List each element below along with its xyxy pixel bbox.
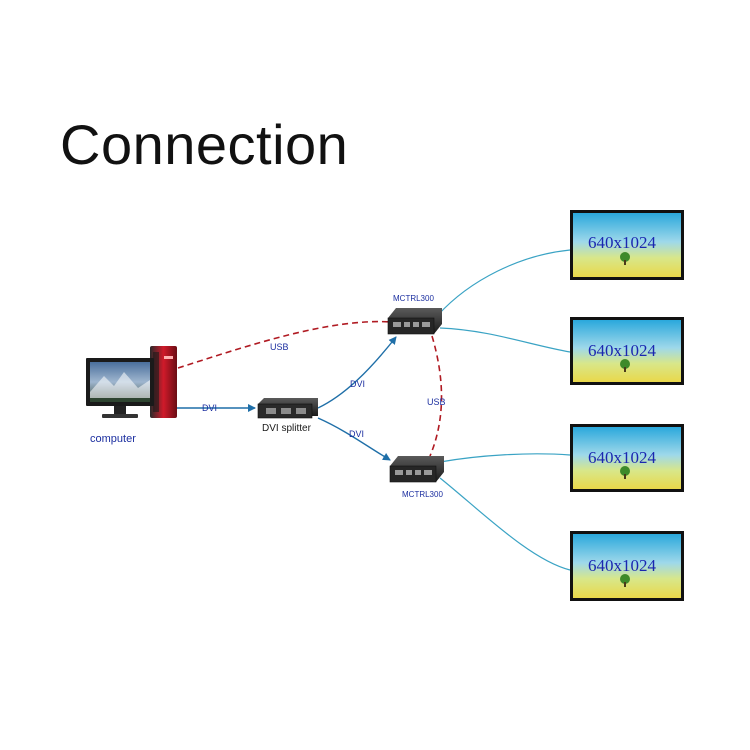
screen-1-resolution: 640x1024: [588, 233, 657, 252]
dvi-link-splitter-bottom: [317, 417, 391, 461]
screen-3-resolution: 640x1024: [588, 448, 657, 467]
usb-link-controllers: [429, 335, 443, 457]
computer-label: computer: [90, 433, 136, 445]
usb-label-controllers: USB: [427, 397, 446, 407]
usb-link-computer-controller: [177, 320, 393, 369]
screen-2: [570, 317, 684, 385]
dvi-label-top: DVI: [350, 379, 365, 389]
dvi-link-splitter-top: [317, 336, 397, 409]
output-link-1: [437, 249, 571, 316]
output-link-4: [439, 477, 571, 571]
controller-bottom-icon: [389, 456, 444, 483]
controller-top-label: MCTRL300: [393, 294, 434, 303]
screen-4: [570, 531, 684, 601]
controller-top-icon: [387, 308, 442, 335]
screen-2-resolution: 640x1024: [588, 341, 657, 360]
computer-icon: [86, 346, 177, 418]
dvi-label-computer: DVI: [202, 403, 217, 413]
controller-bottom-label: MCTRL300: [402, 490, 443, 499]
screen-1: [570, 210, 684, 280]
output-link-3: [439, 453, 571, 463]
dvi-splitter-label: DVI splitter: [262, 423, 312, 434]
screen-3: [570, 424, 684, 492]
screen-4-resolution: 640x1024: [588, 556, 657, 575]
dvi-splitter-icon: [257, 398, 318, 419]
usb-label-computer: USB: [270, 342, 289, 352]
dvi-label-bottom: DVI: [349, 429, 364, 439]
page-title: Connection: [60, 113, 349, 176]
output-link-2: [439, 327, 571, 353]
